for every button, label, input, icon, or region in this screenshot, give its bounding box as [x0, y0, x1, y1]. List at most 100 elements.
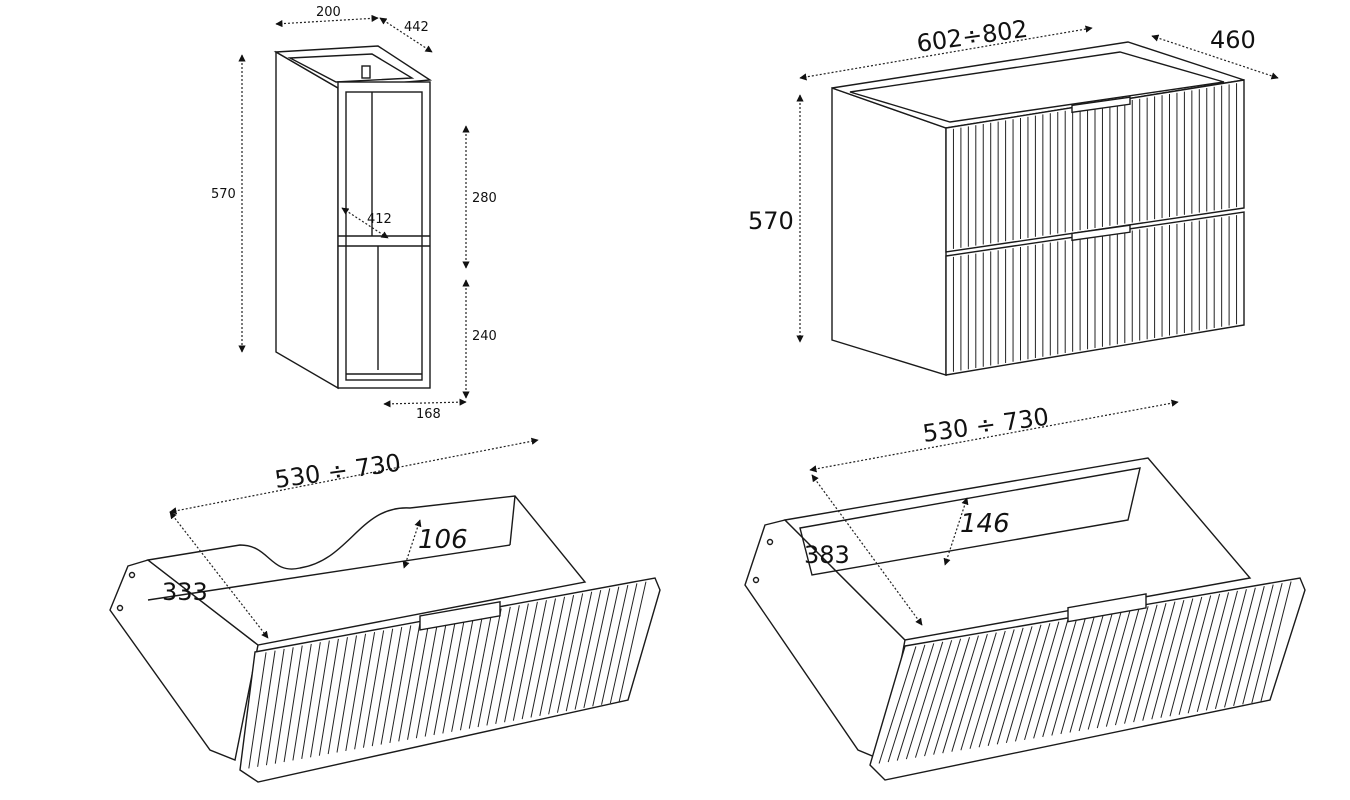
vanity-height-label: 570 [748, 207, 794, 235]
flute-line [495, 605, 520, 724]
flute-line [459, 611, 484, 731]
flute-line [1033, 620, 1069, 739]
plain-drawer-drawing: 530 ÷ 730 383 146 [744, 399, 1306, 781]
flute-line [951, 633, 988, 752]
flute-line [424, 618, 448, 737]
flute-line [265, 648, 285, 766]
side-height-label: 570 [211, 187, 236, 202]
flute-line [1005, 624, 1042, 743]
flute-line [565, 591, 593, 712]
flute-line [1133, 603, 1167, 723]
flute-line [336, 635, 357, 753]
flute-line [1060, 615, 1096, 735]
plain-drawer-depth-label: 383 [804, 541, 850, 569]
flute-line [274, 647, 294, 764]
flute-line [292, 643, 312, 761]
flute-line [933, 637, 971, 755]
flute-line [283, 645, 303, 763]
drawer-cutout-width-label: 530 ÷ 730 [273, 449, 403, 494]
flute-line [1114, 606, 1149, 726]
vanity-width-label: 602÷802 [915, 15, 1030, 58]
flute-line [996, 626, 1033, 745]
flute-line [1251, 582, 1283, 704]
flute-line [1233, 586, 1265, 707]
flute-line [1169, 596, 1203, 717]
flute-line [905, 641, 944, 760]
flute-line [609, 583, 638, 704]
flute-line [987, 627, 1024, 746]
flute-line [389, 625, 412, 744]
flute-line [301, 642, 321, 759]
flute-line [887, 644, 926, 763]
flute-line [1260, 581, 1292, 702]
flute-line [1214, 589, 1247, 709]
flute-line [583, 588, 611, 709]
flute-line [327, 637, 348, 755]
flute-line [1178, 595, 1212, 715]
flute-line [398, 623, 421, 742]
plain-drawer-fluting [878, 581, 1292, 764]
flute-line [1187, 593, 1221, 714]
flute-line [1096, 609, 1131, 729]
flute-line [362, 630, 385, 748]
flute-line [486, 606, 511, 726]
flute-line [914, 640, 953, 758]
flute-line [371, 628, 394, 747]
flute-line [548, 595, 575, 715]
flute-line [896, 643, 935, 761]
flute-line [539, 596, 566, 717]
side-depth-label: 442 [404, 20, 429, 35]
flute-line [442, 615, 466, 734]
flute-line [477, 608, 502, 728]
flute-line [415, 620, 439, 739]
flute-line [924, 638, 962, 757]
flute-line [433, 616, 457, 736]
flute-line [354, 632, 376, 750]
flute-line [878, 646, 917, 764]
flute-line [345, 633, 367, 751]
flute-line [1196, 592, 1230, 712]
flute-line [530, 598, 556, 718]
flute-line [1051, 616, 1087, 736]
plain-drawer-width-label: 530 ÷ 730 [921, 403, 1051, 448]
drawer-cutout-height-label: 106 [418, 525, 468, 555]
flute-line [521, 600, 547, 720]
flute-line [1042, 618, 1078, 738]
flute-line [601, 584, 629, 705]
flute-line [592, 586, 620, 707]
flute-line [1151, 599, 1185, 720]
plain-drawer-height-label: 146 [960, 509, 1010, 539]
flute-line [318, 638, 339, 756]
flute-line [1024, 621, 1060, 741]
flute-line [1242, 584, 1274, 705]
drawer-cutout-depth-label: 333 [162, 578, 208, 606]
upper-opening-label: 280 [472, 191, 497, 206]
drawer-with-cutout-drawing: 530 ÷ 730 333 106 [109, 437, 661, 783]
flute-line [1160, 598, 1194, 718]
flute-line [978, 629, 1015, 748]
flute-line [1105, 607, 1140, 727]
flute-line [1205, 590, 1238, 711]
shelf-depth-label: 412 [367, 212, 392, 227]
flute-line [310, 640, 330, 758]
drawer-cutout-fluting [248, 581, 647, 769]
flute-line [468, 610, 493, 729]
flute-line [942, 635, 979, 754]
lower-opening-label: 240 [472, 329, 497, 344]
flute-line [1087, 610, 1122, 730]
flute-line [1124, 604, 1158, 724]
flute-line [969, 630, 1006, 749]
flute-line [504, 603, 529, 723]
vanity-depth-label: 460 [1210, 26, 1256, 54]
flute-line [257, 650, 276, 767]
flute-line [618, 581, 647, 702]
bottom-depth-label: 168 [416, 407, 441, 422]
side-width-label: 200 [316, 5, 341, 20]
side-cabinet-drawing: 200 442 570 280 412 240 168 [211, 5, 497, 422]
flute-line [574, 589, 602, 710]
flute-line [1078, 612, 1113, 732]
flute-line [512, 601, 538, 721]
flute-line [248, 652, 267, 769]
flute-line [407, 621, 430, 740]
flute-line [380, 627, 403, 745]
